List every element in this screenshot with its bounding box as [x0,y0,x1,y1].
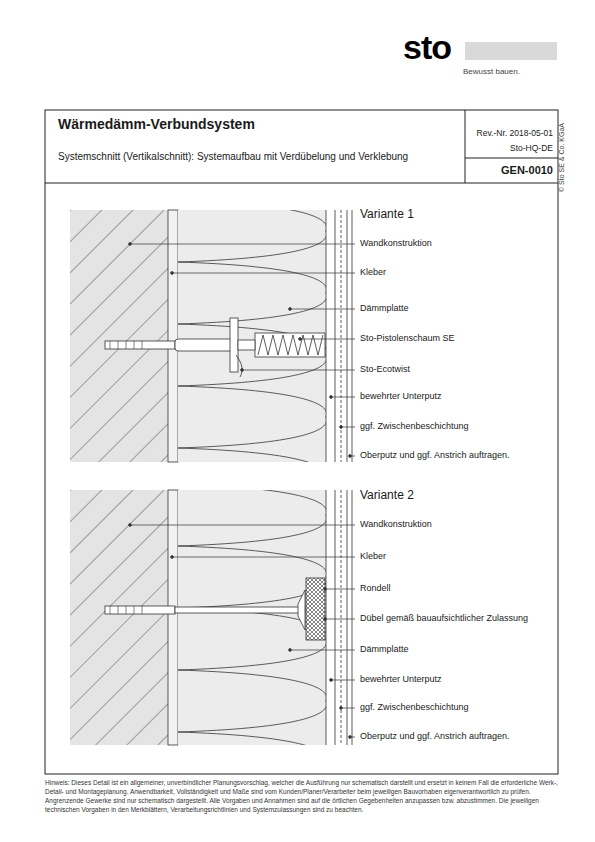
part-label: Rondell [360,583,391,593]
drawing-number: GEN-0010 [501,164,553,177]
leader-dot [340,707,343,710]
leader-line [331,397,355,398]
part-label: Dämmplatte [360,644,409,654]
logo-bar [465,42,557,60]
subtitle: Systemschnitt (Vertikalschnitt): Systema… [58,151,408,163]
leader-dot [324,588,327,591]
part-label: Oberputz und ggf. Anstrich auftragen. [360,450,510,460]
part-label: ggf. Zwischenbeschichtung [360,421,469,431]
leader-line [341,708,355,709]
insulation-lobe [178,732,326,745]
part-label: ggf. Zwischenbeschichtung [360,702,469,712]
part-label: Wandkonstruktion [360,519,432,529]
leader-line [300,339,355,340]
sheet-title: Wärmedämm-Verbundsystem [58,116,255,132]
logo: sto [403,28,451,67]
part-label: Kleber [360,551,386,561]
part-label: bewehrter Unterputz [360,391,442,401]
leader-line [130,525,355,526]
leader-line [341,427,355,428]
leader-dot [171,556,174,559]
leader-line [331,680,355,681]
leader-line [290,309,355,310]
leader-dot [349,736,352,739]
part-label: bewehrter Unterputz [360,674,442,684]
leader-lines [129,243,355,739]
leader-dot [129,524,132,527]
variant-1-section [70,200,352,510]
variant-2-section [70,484,352,794]
leader-line [290,650,355,651]
part-label: Dämmplatte [360,303,409,313]
leader-dot [289,308,292,311]
part-label: Oberputz und ggf. Anstrich auftragen. [360,731,510,741]
disclaimer-note: Hinweis: Dieses Detail ist ein allgemein… [45,778,558,814]
frame [45,110,558,774]
part-label: Kleber [360,267,386,277]
leader-dot [171,272,174,275]
part-label: Dübel gemäß bauaufsichtlicher Zulassung [360,613,528,623]
part-label: Sto-Pistolenschaum SE [360,333,455,343]
slogan: Bewusst bauen. [463,67,520,76]
leader-dot [299,338,302,341]
insulation-lobe [178,386,326,448]
copyright: © Sto SE & Co. KGaA [558,123,566,192]
insulation-lobe [178,324,326,386]
leader-line [325,589,355,590]
leader-dot [324,618,327,621]
leader-dot [340,426,343,429]
part-label: Wandkonstruktion [360,238,432,248]
leader-dot [349,455,352,458]
leader-line [172,273,355,274]
variant-heading: Variante 1 [360,208,414,222]
insulation-lobe [178,210,326,262]
leader-line [130,244,355,245]
insulation-lobe [178,670,326,732]
variant-heading: Variante 2 [360,489,414,503]
insulation-lobe [178,448,326,462]
leader-dot [129,243,132,246]
leader-dot [241,369,244,372]
insulation-lobe [178,490,326,546]
leader-line [172,557,355,558]
leader-dot [330,396,333,399]
leader-line [325,619,355,620]
insulation-lobe [178,262,326,324]
leader-dot [330,679,333,682]
revision: Rev.-Nr. 2018-05-01 [477,129,553,139]
leader-line [242,370,355,371]
leader-dot [289,649,292,652]
issuer: Sto-HQ-DE [510,144,553,154]
part-label: Sto-Ecotwist [360,364,410,374]
